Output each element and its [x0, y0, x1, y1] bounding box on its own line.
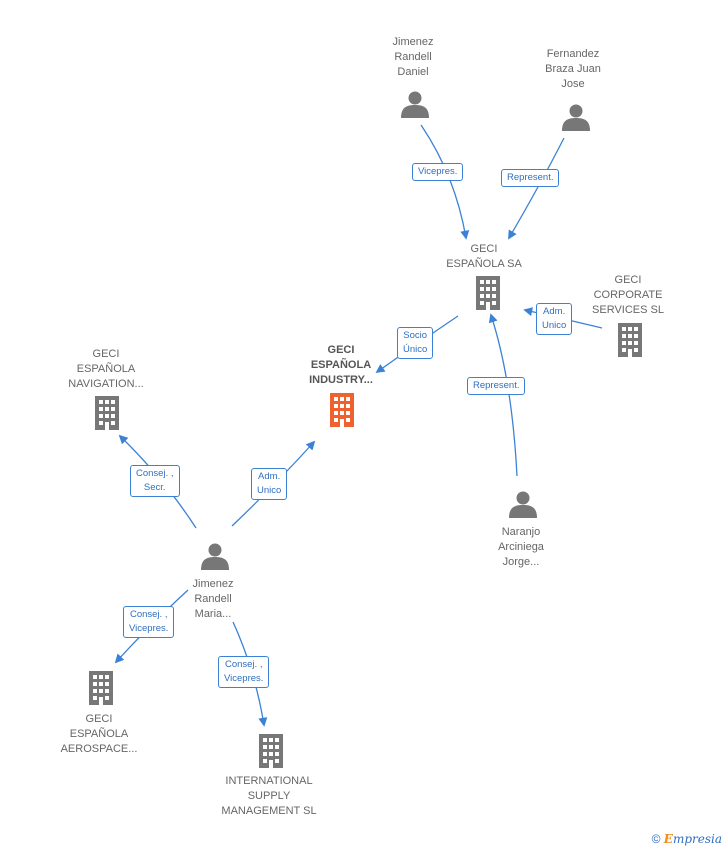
- highlighted-building-icon[interactable]: [330, 393, 354, 427]
- edge-label-consej-vicepres[interactable]: Consej. , Vicepres.: [123, 606, 175, 638]
- person-icon[interactable]: [562, 104, 590, 132]
- person-icon[interactable]: [401, 91, 429, 119]
- node-label-geci-aerospace[interactable]: GECI ESPAÑOLA AEROSPACE...: [60, 713, 138, 755]
- node-label-jimenez-maria[interactable]: Jimenez Randell Maria...: [192, 578, 234, 620]
- building-icon[interactable]: [89, 671, 113, 705]
- edge-label-adm-unico[interactable]: Adm. Unico: [251, 468, 288, 500]
- node-label-naranjo[interactable]: Naranjo Arciniega Jorge...: [498, 526, 544, 568]
- edge-represent-naranjo: [488, 313, 518, 477]
- edge-label-vicepres[interactable]: Vicepres.: [412, 163, 464, 181]
- edge-label-represent[interactable]: Represent.: [501, 169, 560, 187]
- person-icon[interactable]: [201, 543, 229, 571]
- edge-label-socio-unico[interactable]: Socio Único: [397, 327, 434, 359]
- node-label-geci-navigation[interactable]: GECI ESPAÑOLA NAVIGATION...: [68, 348, 144, 390]
- node-label-geci-corporate[interactable]: GECI CORPORATE SERVICES SL: [592, 274, 664, 316]
- node-label-fernandez[interactable]: Fernandez Braza Juan Jose: [545, 48, 601, 90]
- building-icon[interactable]: [259, 734, 283, 768]
- edge-label-represent[interactable]: Represent.: [467, 377, 526, 395]
- node-label-geci-sa[interactable]: GECI ESPAÑOLA SA: [446, 243, 522, 270]
- node-label-geci-industry[interactable]: GECI ESPAÑOLA INDUSTRY...: [309, 344, 373, 386]
- building-icon[interactable]: [618, 323, 642, 357]
- empresia-logo: Empresia: [663, 832, 722, 846]
- copyright-icon: ©: [651, 832, 661, 846]
- node-label-international[interactable]: INTERNATIONAL SUPPLY MANAGEMENT SL: [221, 775, 317, 817]
- edge-label-adm-unico[interactable]: Adm. Unico: [536, 303, 573, 335]
- edge-label-consej-secr[interactable]: Consej. , Secr.: [130, 465, 180, 497]
- node-label-jimenez-daniel[interactable]: Jimenez Randell Daniel: [392, 36, 434, 78]
- building-icon[interactable]: [476, 276, 500, 310]
- building-icon[interactable]: [95, 396, 119, 430]
- edge-vicepres: [420, 124, 470, 240]
- edge-label-consej-vicepres[interactable]: Consej. , Vicepres.: [218, 656, 270, 688]
- person-icon[interactable]: [509, 491, 537, 519]
- empresia-footer[interactable]: © Empresia: [652, 832, 722, 846]
- edge-represent-fernandez: [508, 137, 565, 240]
